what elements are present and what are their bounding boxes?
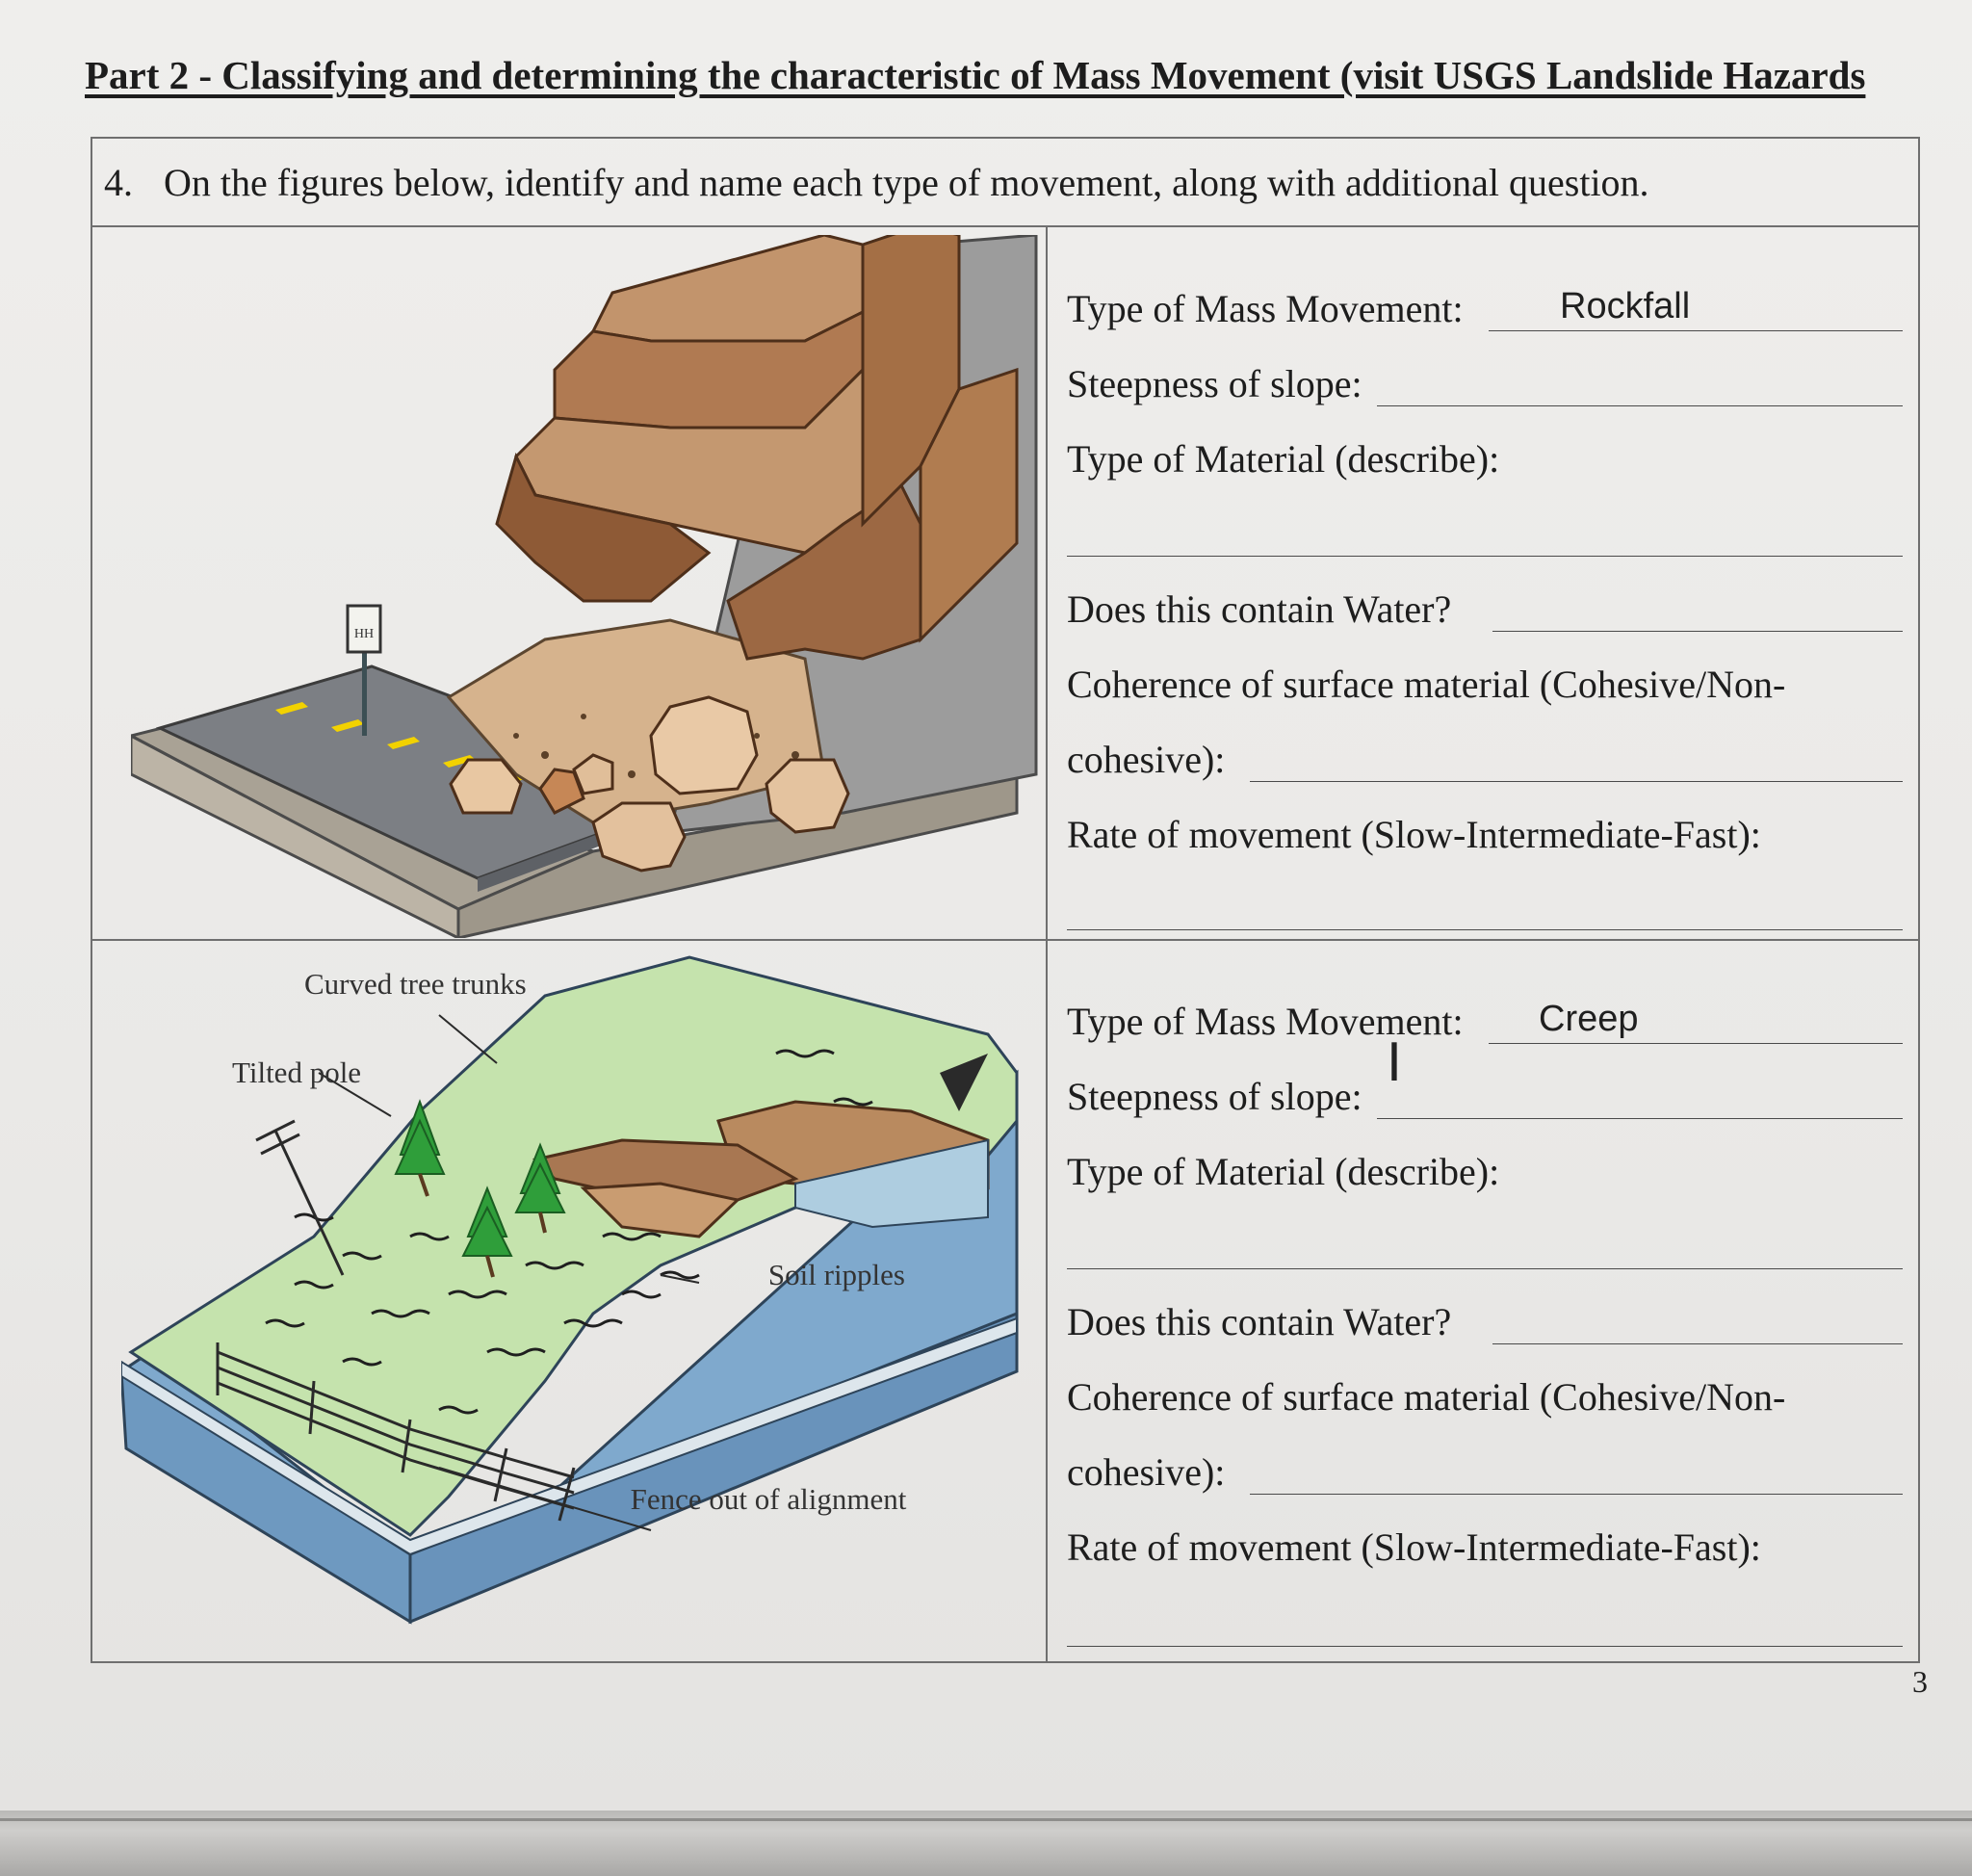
rockfall-water-row: Does this contain Water? (1067, 582, 1903, 639)
creep-questions: Type of Mass Movement: Creep Steepness o… (1067, 948, 1903, 1660)
road-sign-text: HH (354, 627, 374, 641)
worksheet-page: Part 2 - Classifying and determining the… (0, 0, 1972, 1811)
type-answer-line[interactable] (1489, 330, 1903, 331)
creep-figure: Curved tree trunks Tilted pole Soil ripp… (118, 948, 1046, 1660)
coherence-answer-line[interactable] (1250, 781, 1903, 782)
material-answer-line[interactable] (1067, 1268, 1903, 1269)
rockfall-questions: Type of Mass Movement: Rockfall Steepnes… (1067, 235, 1903, 938)
water-label: Does this contain Water? (1067, 587, 1452, 631)
rockfall-material-line-row (1067, 507, 1903, 564)
coherence-label-cont: cohesive): (1067, 1450, 1226, 1494)
water-answer-line[interactable] (1492, 631, 1903, 632)
creep-illustration-icon: Curved tree trunks Tilted pole Soil ripp… (118, 955, 1019, 1625)
type-answer-line[interactable] (1489, 1043, 1903, 1044)
rockfall-type-row: Type of Mass Movement: Rockfall (1067, 281, 1903, 339)
steepness-answer-line[interactable] (1377, 405, 1903, 406)
page-title: Part 2 - Classifying and determining the… (85, 53, 1866, 97)
material-label: Type of Material (describe): (1067, 1150, 1500, 1193)
rockfall-illustration-icon: HH (126, 223, 1038, 941)
question-text: On the figures below, identify and name … (164, 161, 1649, 204)
table-divider-horizontal (92, 939, 1918, 941)
creep-rate-row: Rate of movement (Slow-Intermediate-Fast… (1067, 1520, 1903, 1577)
steepness-answer-line[interactable] (1377, 1118, 1903, 1119)
creep-rate-line-row (1067, 1597, 1903, 1655)
type-answer[interactable]: Rockfall (1560, 286, 1691, 326)
creep-type-row: Type of Mass Movement: Creep (1067, 994, 1903, 1052)
creep-material-line-row (1067, 1219, 1903, 1277)
rockfall-rate-row: Rate of movement (Slow-Intermediate-Fast… (1067, 807, 1903, 865)
soil-ripples-label: Soil ripples (768, 1258, 905, 1291)
question-instruction: 4. On the figures below, identify and nam… (92, 139, 1918, 227)
coherence-label: Coherence of surface material (Cohesive/… (1067, 1375, 1786, 1419)
rockfall-material-row: Type of Material (describe): (1067, 431, 1903, 489)
page-number: 3 (1912, 1664, 1928, 1699)
question-table: 4. On the figures below, identify and nam… (91, 137, 1920, 1663)
table-divider-vertical (1046, 227, 1048, 1663)
material-answer-line[interactable] (1067, 556, 1903, 557)
type-label: Type of Mass Movement: (1067, 287, 1464, 330)
creep-coherence-row: Coherence of surface material (Cohesive/… (1067, 1369, 1903, 1427)
fence-label: Fence out of alignment (631, 1482, 907, 1516)
screen-edge-line (0, 1818, 1972, 1821)
rockfall-coherence-row-2: cohesive): (1067, 732, 1903, 790)
material-label: Type of Material (describe): (1067, 437, 1500, 481)
water-answer-line[interactable] (1492, 1343, 1903, 1344)
coherence-answer-line[interactable] (1250, 1494, 1903, 1495)
rockfall-figure: HH (126, 223, 1046, 941)
rate-answer-line[interactable] (1067, 1646, 1903, 1647)
rate-label: Rate of movement (Slow-Intermediate-Fast… (1067, 1525, 1761, 1569)
water-label: Does this contain Water? (1067, 1300, 1452, 1343)
rockfall-rate-line-row (1067, 880, 1903, 938)
curved-tree-trunks-label: Curved tree trunks (304, 967, 527, 1001)
coherence-label-cont: cohesive): (1067, 738, 1226, 781)
question-number: 4. (104, 161, 133, 204)
creep-water-row: Does this contain Water? (1067, 1294, 1903, 1352)
creep-steepness-row: Steepness of slope: (1067, 1069, 1903, 1127)
creep-material-row: Type of Material (describe): (1067, 1144, 1903, 1202)
rate-label: Rate of movement (Slow-Intermediate-Fast… (1067, 813, 1761, 856)
rate-answer-line[interactable] (1067, 929, 1903, 930)
steepness-label: Steepness of slope: (1067, 1075, 1362, 1118)
creep-coherence-row-2: cohesive): (1067, 1445, 1903, 1502)
type-answer[interactable]: Creep (1539, 999, 1639, 1039)
type-label: Type of Mass Movement: (1067, 1000, 1464, 1043)
text-cursor-icon: I (1387, 1032, 1402, 1093)
screen-bezel (0, 1811, 1972, 1876)
tilted-pole-label: Tilted pole (232, 1055, 361, 1089)
rockfall-coherence-row: Coherence of surface material (Cohesive/… (1067, 657, 1903, 715)
steepness-label: Steepness of slope: (1067, 362, 1362, 405)
rockfall-steepness-row: Steepness of slope: (1067, 356, 1903, 414)
coherence-label: Coherence of surface material (Cohesive/… (1067, 663, 1786, 706)
